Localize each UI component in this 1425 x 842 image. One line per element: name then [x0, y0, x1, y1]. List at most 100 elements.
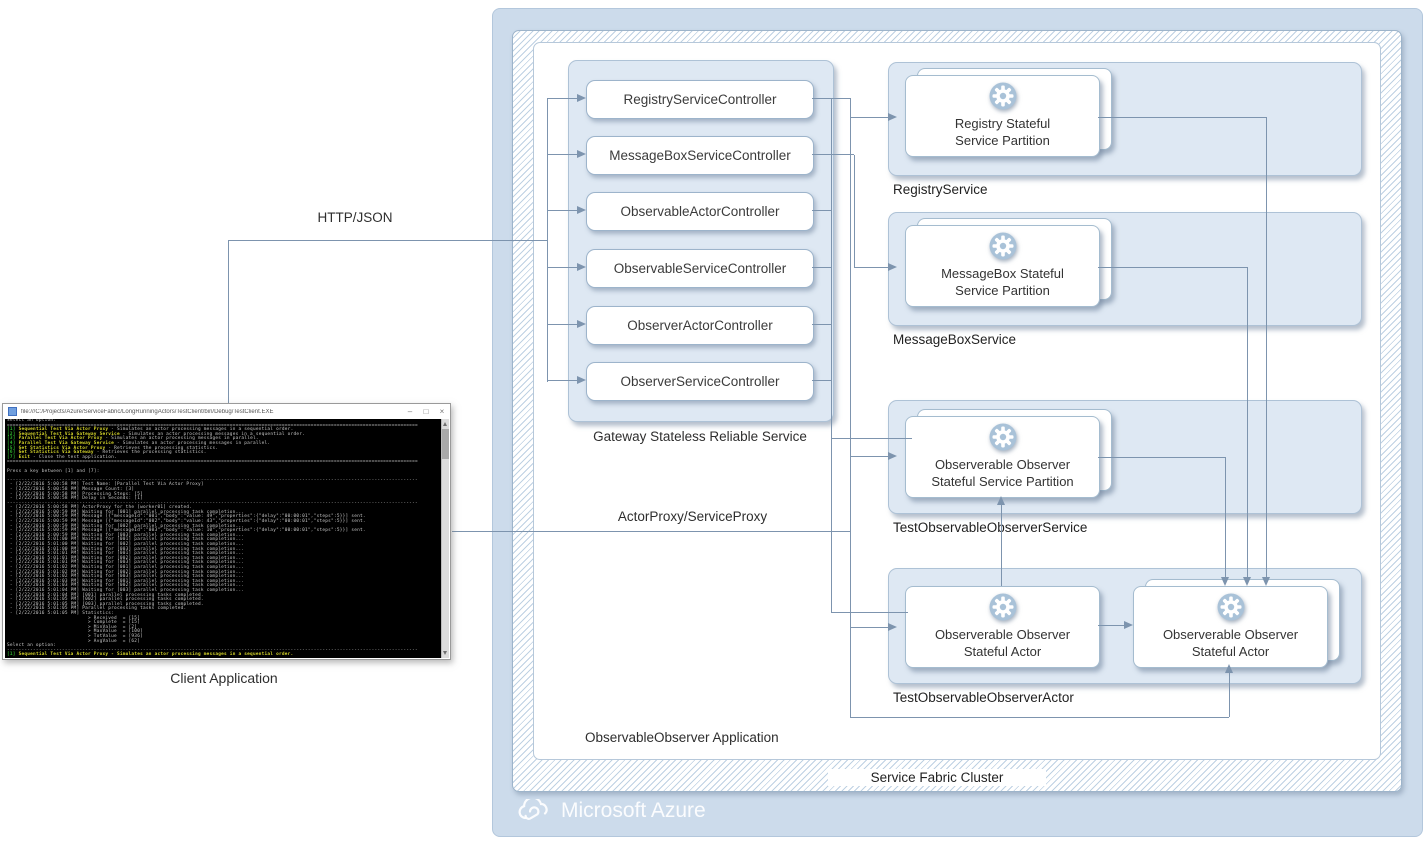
console-line: - [2/22/2016 5:00:58 PM] Processing Step… — [7, 491, 143, 497]
connector — [452, 531, 850, 532]
close-button[interactable]: × — [439, 407, 445, 416]
gateway-label: Gateway Stateless Reliable Service — [593, 429, 807, 444]
console-line: > MaxValue = [100] — [7, 629, 143, 635]
arrow-icon — [577, 150, 586, 158]
connector — [850, 717, 1229, 718]
azure-cloud-icon — [518, 799, 548, 820]
arrow-icon — [1225, 664, 1233, 673]
console-line: - [2/22/2016 5:01:02 PM] Waiting for [00… — [7, 565, 245, 570]
connector — [812, 210, 831, 211]
actorproxy-label: ActorProxy/ServiceProxy — [617, 509, 768, 524]
console-line: [7] Exit - Close the test application. — [7, 454, 117, 460]
arrow-icon — [577, 94, 586, 102]
console-line: - [2/22/2016 5:01:05 PM] [003] parallel … — [7, 601, 204, 607]
console-line: [2] Sequential Test Via Gateway Service … — [7, 431, 306, 437]
console-line: - [2/22/2016 5:00:58 PM] Test Name: [Par… — [7, 482, 204, 488]
console-line: - [2/22/2016 5:01:02 PM] Waiting for [00… — [7, 569, 245, 575]
arrow-icon — [888, 113, 897, 121]
connector — [1098, 457, 1225, 458]
connector — [547, 98, 577, 99]
gear-icon — [989, 232, 1016, 260]
console-line: [3] Parallel Test Via Actor Proxy - Simu… — [7, 436, 259, 442]
client-application-label: Client Application — [170, 670, 278, 686]
console-line: - [2/22/2016 5:00:59 PM] Waiting for [00… — [7, 532, 245, 538]
console-line: Select an option: — [7, 643, 57, 649]
scroll-up-icon[interactable] — [443, 422, 447, 426]
connector — [812, 98, 850, 99]
microsoft-azure-brand: Microsoft Azure — [516, 799, 706, 823]
console-line: - [2/22/2016 5:00:59 PM] Waiting for [00… — [7, 509, 245, 515]
connector — [812, 380, 831, 381]
gear-icon — [1217, 593, 1244, 621]
application-label: ObservableObserver Application — [585, 730, 779, 745]
console-line: - [2/22/2016 5:01:01 PM] Waiting for [00… — [7, 555, 245, 561]
arrow-icon — [577, 263, 586, 271]
console-title-bar[interactable]: file:///C:/Projects/Azure/ServiceFabric/… — [3, 404, 450, 419]
connector — [547, 324, 577, 325]
gateway-service-box — [568, 60, 834, 422]
service-label-1: RegistryService — [893, 182, 988, 197]
maximize-button[interactable]: □ — [423, 407, 429, 416]
console-line: ----------------------------------------… — [7, 647, 418, 653]
controller-box-4: ObservableServiceController — [586, 249, 814, 288]
connector — [1266, 117, 1267, 577]
connector — [1098, 117, 1266, 118]
console-title: file:///C:/Projects/Azure/ServiceFabric/… — [21, 408, 274, 415]
connector — [228, 240, 547, 241]
connector — [831, 612, 908, 613]
console-line: - [2/22/2016 5:00:59 PM] Message [{"mess… — [7, 514, 366, 520]
connector — [1225, 457, 1226, 577]
console-line: > TotValue = [936] — [7, 633, 143, 639]
connector — [547, 267, 577, 268]
console-line: - [2/22/2016 5:01:01 PM] Waiting for [00… — [7, 551, 245, 557]
minimize-button[interactable]: – — [407, 407, 413, 416]
console-line: > Complete = [15] — [7, 620, 141, 626]
controller-box-2: MessageBoxServiceController — [586, 136, 814, 175]
connector — [547, 380, 577, 381]
console-line: - [2/22/2016 5:00:59 PM] Message [{"mess… — [7, 519, 366, 525]
connector — [850, 627, 888, 628]
console-line: - [2/22/2016 5:01:05 PM] [002] parallel … — [7, 597, 204, 603]
console-window: file:///C:/Projects/Azure/ServiceFabric/… — [2, 403, 451, 660]
console-line: - [2/22/2016 5:01:05 PM] Statistics: — [7, 610, 115, 616]
connector — [831, 438, 912, 439]
service-label-3: TestObservableObserverService — [893, 520, 1088, 535]
console-line: > Received = [15] — [7, 615, 141, 621]
connector — [812, 267, 831, 268]
console-line: - [2/22/2016 5:01:00 PM] Waiting for [00… — [7, 537, 245, 543]
console-line: - [2/22/2016 5:01:03 PM] Waiting for [00… — [7, 578, 245, 584]
console-line: Press a key between [1] and [7]: — [7, 468, 100, 474]
arrow-icon — [888, 263, 897, 271]
cluster-label: Service Fabric Cluster — [828, 769, 1046, 786]
http-json-label: HTTP/JSON — [317, 210, 393, 225]
console-line: ========================================… — [7, 422, 418, 428]
console-line: - [2/22/2016 5:00:58 PM] ActorProxy for … — [7, 505, 193, 511]
connector — [1229, 673, 1230, 717]
arrow-icon — [1124, 621, 1133, 629]
connector — [547, 98, 548, 382]
console-line: [4] Parallel Test Via Gateway Service - … — [7, 440, 271, 446]
controller-box-3: ObservableActorController — [586, 192, 814, 231]
console-line: [1] Sequential Test Via Actor Proxy - Si… — [7, 427, 294, 433]
connector — [547, 154, 577, 155]
console-line: - [2/22/2016 5:01:04 PM] Waiting for [00… — [7, 587, 245, 593]
console-line: ----------------------------------------… — [7, 500, 418, 506]
connector — [850, 98, 851, 717]
arrow-icon — [1243, 577, 1251, 586]
scroll-down-icon[interactable] — [443, 651, 447, 655]
arrow-icon — [577, 320, 586, 328]
console-line: - [2/22/2016 5:00:59 PM] Message [{"mess… — [7, 528, 366, 534]
arrow-icon — [577, 376, 586, 384]
connector — [1098, 625, 1124, 626]
gear-icon — [989, 423, 1016, 451]
arrow-icon — [997, 496, 1005, 505]
scroll-thumb[interactable] — [442, 429, 449, 459]
console-scrollbar[interactable] — [441, 419, 449, 658]
arrow-icon — [888, 452, 897, 460]
